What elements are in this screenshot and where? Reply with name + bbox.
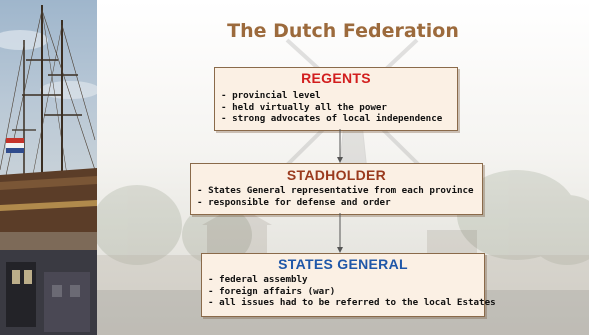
list-item: - provincial level — [221, 90, 321, 101]
list-item: - foreign affairs (war) — [208, 285, 336, 297]
regents-list: - provincial level - held virtually all … — [215, 90, 457, 125]
list-item: - States General representative from eac… — [197, 185, 474, 196]
states-general-list: - federal assembly - foreign affairs (wa… — [202, 274, 496, 309]
tall-ship-illustration — [0, 5, 97, 335]
down-arrow-connector — [337, 213, 343, 253]
stadholder-list: - States General representative from eac… — [191, 185, 482, 208]
tall-ship-photo — [0, 0, 97, 335]
down-arrow-connector — [337, 129, 343, 163]
list-item: - federal assembly — [208, 274, 308, 285]
list-item: - responsible for defense and order — [197, 196, 391, 208]
slide-title: The Dutch Federation — [227, 20, 459, 42]
regents-box: REGENTS - provincial level - held virtua… — [214, 67, 458, 131]
stadholder-box: STADHOLDER - States General representati… — [190, 163, 483, 215]
list-item: - strong advocates of local independence — [221, 113, 443, 124]
list-item: - held virtually all the power — [221, 101, 387, 113]
stadholder-heading: STADHOLDER — [286, 167, 387, 183]
regents-heading: REGENTS — [301, 70, 371, 86]
states-general-heading: STATES GENERAL — [278, 256, 408, 272]
states-general-box: STATES GENERAL - federal assembly - fore… — [201, 253, 496, 317]
list-item: - all issues had to be referred to the l… — [208, 297, 496, 308]
